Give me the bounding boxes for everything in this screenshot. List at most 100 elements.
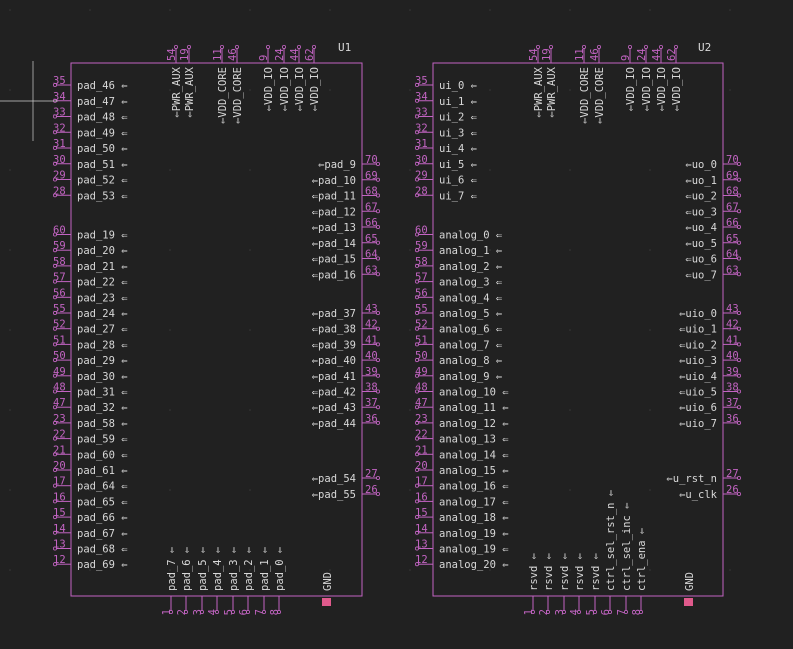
pin[interactable]: 67⇐uo_3 <box>685 201 742 218</box>
pin[interactable]: 37⇐pad_43 <box>312 397 380 414</box>
pin[interactable]: 42⇐pad_38 <box>312 319 380 336</box>
pin[interactable]: 9⇐VDD_IO <box>258 45 275 111</box>
pin[interactable]: 37⇐uio_6 <box>679 397 742 414</box>
pin[interactable]: 24⇐VDD_IO <box>636 45 653 111</box>
pin[interactable]: 68⇐pad_11 <box>312 186 380 203</box>
pin[interactable]: 46⇐VDD_CORE <box>227 45 244 124</box>
pin[interactable]: 11⇐VDD_CORE <box>212 45 229 124</box>
pin[interactable]: 69⇐pad_10 <box>312 170 380 187</box>
pin[interactable]: 44⇐VDD_IO <box>651 45 668 111</box>
pin[interactable]: 41⇐uio_2 <box>679 334 742 351</box>
pin[interactable]: 67⇐pad_12 <box>312 201 380 218</box>
pin[interactable]: 36⇐uio_7 <box>679 413 742 430</box>
pin[interactable]: 54⇐PWR_AUX <box>528 45 545 118</box>
pin[interactable]: 42⇐uio_1 <box>679 319 742 336</box>
gnd-pin[interactable]: GND <box>322 572 334 606</box>
pin[interactable]: 64⇐pad_15 <box>312 249 380 266</box>
pin[interactable]: 66⇐uo_4 <box>685 217 742 234</box>
pin[interactable]: 19⇐PWR_AUX <box>541 45 558 118</box>
pin[interactable]: 68⇐uo_2 <box>685 186 742 203</box>
pin[interactable]: 69⇐uo_1 <box>685 170 742 187</box>
pin[interactable]: 44⇐VDD_IO <box>289 45 306 111</box>
pin[interactable]: 65⇐pad_14 <box>312 233 380 250</box>
pin[interactable]: 54⇐PWR_AUX <box>166 45 183 118</box>
pin[interactable]: 36⇐pad_44 <box>312 413 380 430</box>
pin[interactable]: 70⇐pad_9 <box>318 154 380 171</box>
pin[interactable]: 38⇐uio_5 <box>679 382 742 399</box>
pin[interactable]: 38⇐pad_42 <box>312 382 380 399</box>
pin[interactable]: 9⇐VDD_IO <box>620 45 637 111</box>
pin[interactable]: 19⇐PWR_AUX <box>179 45 196 118</box>
pin[interactable]: 66⇐pad_13 <box>312 217 380 234</box>
pin[interactable]: 39⇐pad_41 <box>312 366 380 383</box>
pin[interactable]: 43⇐pad_37 <box>312 303 380 320</box>
pin[interactable]: 40⇐pad_40 <box>312 350 380 367</box>
pin[interactable]: 40⇐uio_3 <box>679 350 742 367</box>
pin[interactable]: 43⇐uio_0 <box>679 303 742 320</box>
pin[interactable]: 11⇐VDD_CORE <box>574 45 591 124</box>
pin[interactable]: 27⇐u_rst_n <box>666 468 742 485</box>
